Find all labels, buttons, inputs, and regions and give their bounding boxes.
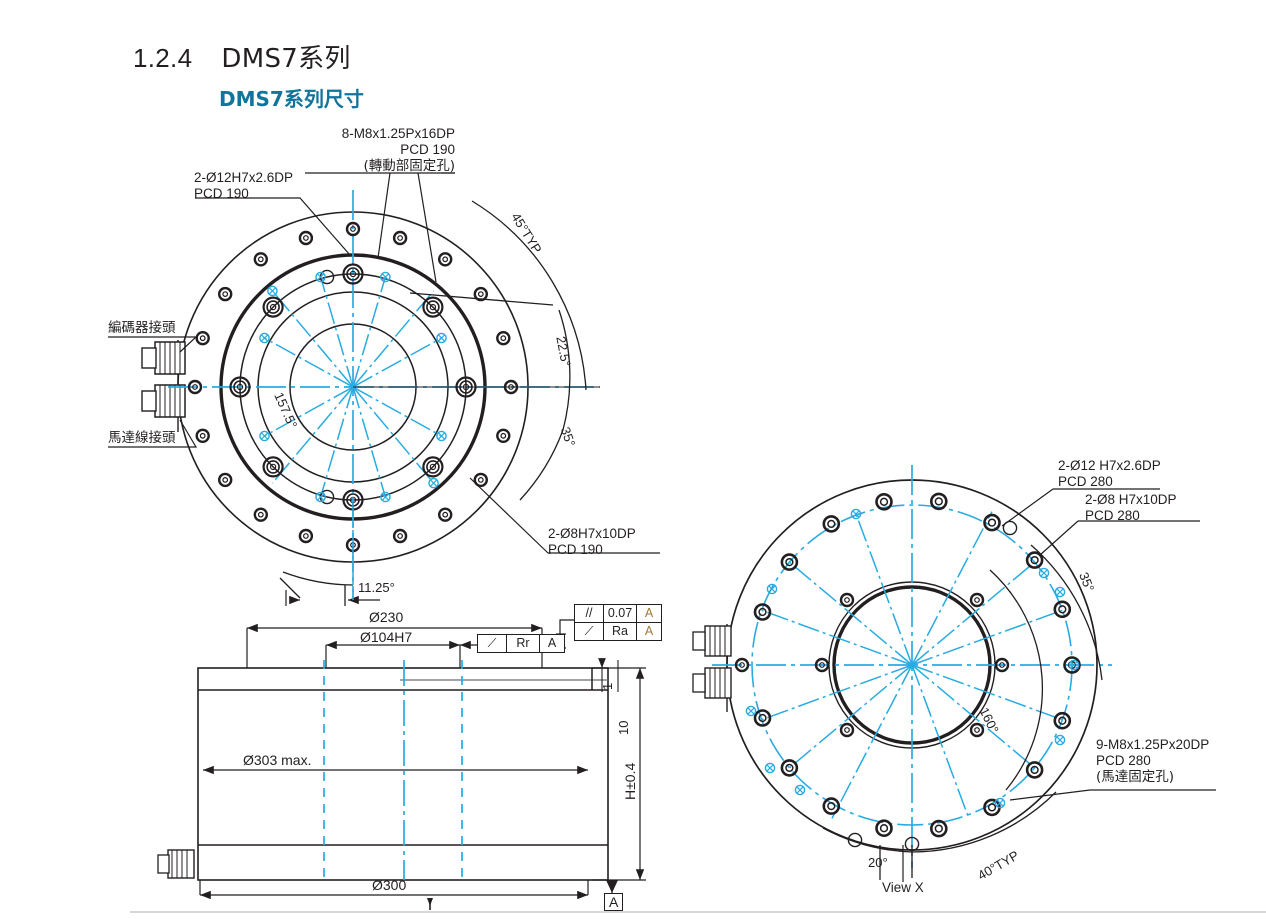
rear-leader-lines	[1001, 488, 1216, 801]
callout-line: PCD 190	[400, 142, 455, 157]
section-number: 1.2.4	[133, 43, 193, 73]
callout-line: (轉動部固定孔)	[363, 158, 455, 174]
side-view	[157, 619, 646, 910]
dim-line-104	[325, 640, 480, 668]
datum-feature-symbol	[606, 880, 618, 893]
callout-dowel-8-280: 2-Ø8 H7x10DP PCD 280	[1085, 492, 1177, 524]
rear-view	[692, 465, 1216, 882]
front-radial-centerlines	[264, 276, 442, 498]
dim-104h7: Ø104H7	[360, 629, 413, 645]
leader-motor-cable-connector: 馬達線接頭	[108, 430, 176, 446]
callout-line: 2-Ø8H7x10DP	[548, 526, 636, 541]
section-title: DMS7系列	[221, 44, 351, 74]
dim-height: H±0.4	[622, 762, 638, 800]
callout-motor-fixing-holes: 9-M8x1.25Px20DP PCD 280 (馬達固定孔)	[1096, 737, 1209, 785]
section-arrow-bottom	[427, 898, 433, 910]
page-bottom-rule	[130, 911, 1266, 913]
dim-300: Ø300	[372, 877, 407, 893]
fcf-datum: A	[644, 606, 654, 620]
fcf-symbol: ⟋	[575, 623, 604, 640]
front-view	[108, 172, 660, 606]
dim-line-steps	[598, 658, 619, 692]
page-subtitle: DMS7系列尺寸	[219, 87, 364, 111]
fcf-datum: A	[547, 636, 557, 650]
callout-line: 9-M8x1.25Px20DP	[1096, 737, 1210, 752]
callout-line: PCD 280	[1058, 474, 1113, 489]
callout-line: PCD 190	[194, 186, 249, 201]
callout-dowel-hole-12: 2-Ø12H7x2.6DP PCD 190	[194, 170, 293, 202]
side-connector	[157, 849, 195, 879]
side-body-outline	[197, 667, 609, 881]
surface-finish-frame: ⟋ Ra A	[574, 622, 662, 641]
fcf-symbol: //	[575, 605, 604, 622]
fcf-datum: A	[644, 624, 654, 638]
dim-step-10: 10	[616, 720, 631, 735]
fcf-symbol: ⟋	[478, 635, 507, 652]
callout-line: 2-Ø12 H7x2.6DP	[1058, 458, 1161, 473]
front-connectors	[141, 340, 186, 432]
page-title: 1.2.4 DMS7系列	[133, 38, 351, 75]
callout-line: 8-M8x1.25Px16DP	[341, 126, 455, 141]
datum-a-bottom: A	[604, 893, 624, 911]
dim-303max: Ø303 max.	[243, 752, 312, 768]
dim-line-height	[592, 667, 646, 881]
view-x-label: View X	[882, 880, 924, 895]
callout-rotor-fixing-holes: 8-M8x1.25Px16DP PCD 190 (轉動部固定孔)	[245, 126, 455, 174]
fcf-tolerance: 0.07	[604, 605, 637, 622]
callout-line: PCD 190	[548, 542, 603, 557]
rear-connectors	[692, 624, 732, 712]
angle-11-25: 11.25°	[358, 580, 395, 595]
rear-angle-arcs	[822, 544, 1103, 880]
callout-line: PCD 280	[1085, 508, 1140, 523]
callout-line: 2-Ø12H7x2.6DP	[194, 170, 294, 185]
callout-dowel-12-280: 2-Ø12 H7x2.6DP PCD 280	[1058, 458, 1161, 490]
parallelism-frame: // 0.07 A	[574, 604, 662, 623]
angle-20: 20°	[868, 855, 888, 870]
dim-230: Ø230	[369, 609, 404, 625]
callout-line: (馬達固定孔)	[1096, 769, 1175, 785]
dim-step-1: 1	[600, 682, 615, 690]
callout-line: 2-Ø8 H7x10DP	[1085, 492, 1177, 507]
front-leader-lines	[108, 172, 660, 554]
leader-encoder-connector: 編碼器接頭	[108, 320, 176, 336]
dim-line-300	[199, 880, 589, 900]
rear-radial-centerlines	[761, 511, 1063, 819]
front-angle-arcs	[279, 200, 600, 606]
callout-dowel-hole-8: 2-Ø8H7x10DP PCD 190	[548, 526, 636, 558]
runout-frame: ⟋ Rr A	[477, 634, 565, 653]
side-centerlines	[323, 660, 463, 880]
fcf-value: Ra	[604, 623, 637, 640]
fcf-value: Rr	[507, 635, 540, 652]
callout-line: PCD 280	[1096, 753, 1151, 768]
